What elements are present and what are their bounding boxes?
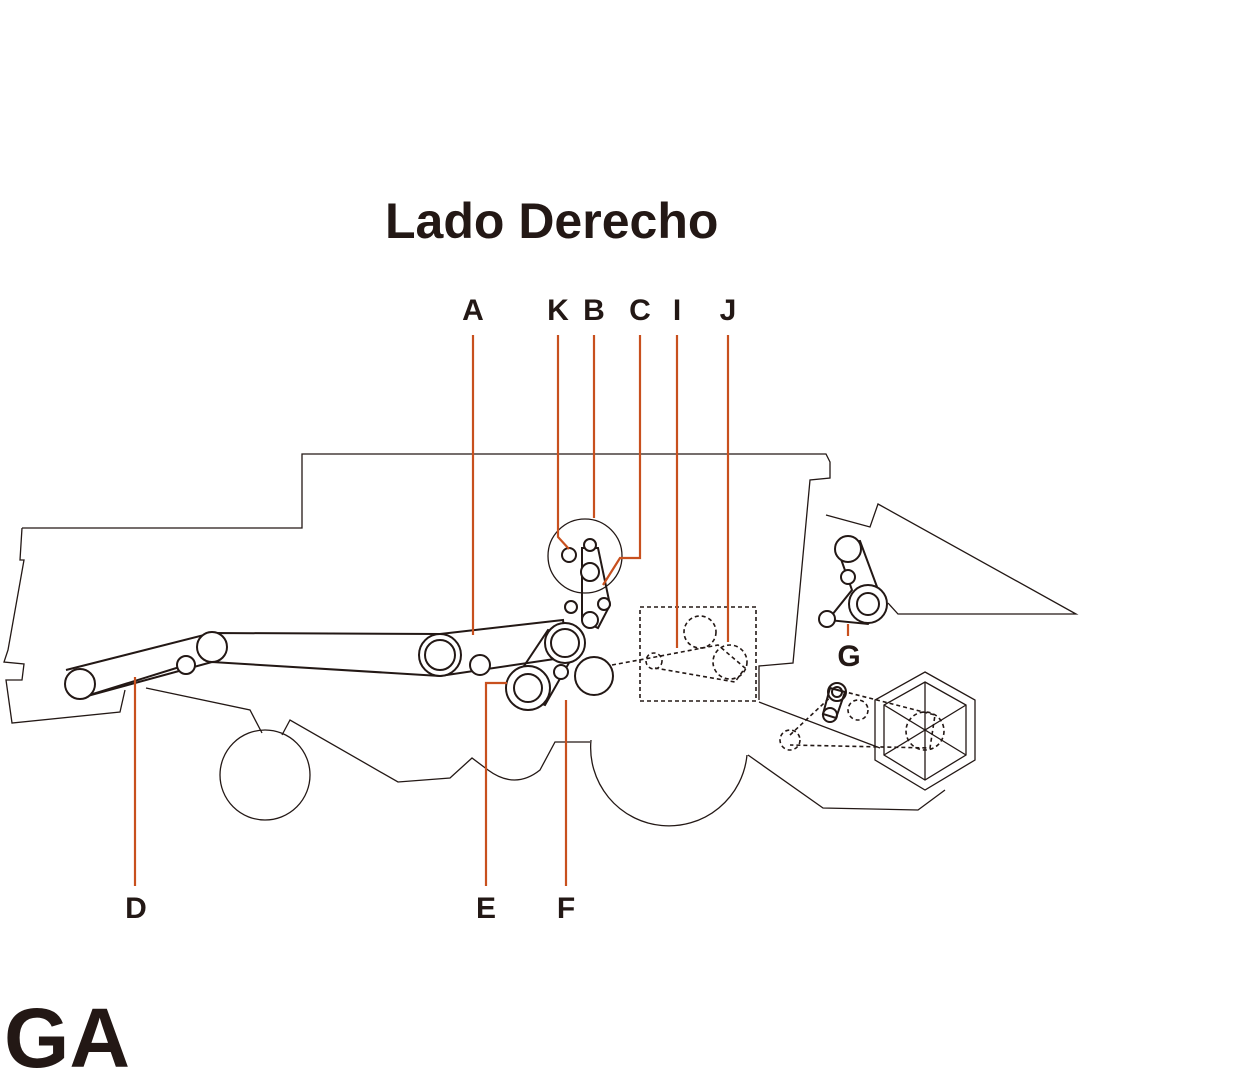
hidden-pulley-j <box>712 644 748 680</box>
main-belt-inner <box>79 664 187 699</box>
label-a: A <box>462 294 484 327</box>
reel-drive-belt <box>789 689 936 749</box>
rear-pulley-mid <box>196 631 228 663</box>
reel-hidden-pulley-mid <box>847 699 869 721</box>
label-c: C <box>629 294 651 327</box>
belt-drive-kbc <box>547 518 623 630</box>
pulley-c-lower <box>597 597 611 611</box>
small-idler-ef <box>553 664 569 680</box>
pulley-kbc-bottom <box>581 611 599 629</box>
hidden-drive-box <box>639 606 757 702</box>
pulley-c <box>580 562 600 582</box>
leader-k <box>556 335 570 550</box>
center-pulley-inner <box>424 639 456 671</box>
label-e: E <box>476 892 496 925</box>
leader-lines <box>133 335 850 886</box>
label-b: B <box>583 294 605 327</box>
label-i: I <box>673 294 681 327</box>
label-k: K <box>547 294 569 327</box>
center-idler-pulley <box>469 654 491 676</box>
upper-right-pulley-inner <box>550 628 580 658</box>
hidden-pulley-i <box>683 615 717 649</box>
belt-drive-ef <box>505 622 614 711</box>
label-j: J <box>720 294 737 327</box>
combine-body-outline <box>3 453 1079 811</box>
header-support-line <box>758 701 881 749</box>
reel-hidden-pulley-large <box>905 711 945 751</box>
label-g: G <box>837 640 860 673</box>
pulley-b <box>583 538 597 552</box>
hidden-pulley-small <box>645 652 663 670</box>
g-upper-pulley <box>834 535 862 563</box>
rear-idler-pulley <box>176 655 196 675</box>
reel-assembly <box>779 671 976 791</box>
reel-short-belt <box>821 686 847 720</box>
pulley-kbc-small <box>564 600 578 614</box>
reel-spokes <box>883 682 967 780</box>
front-underbody-line <box>747 754 946 811</box>
combine-belt-diagram: A K B C I J G D E F <box>3 294 1079 925</box>
belt-drive-g <box>818 535 888 628</box>
leader-e <box>484 681 507 886</box>
reel-hidden-pulley-left <box>779 729 801 751</box>
lower-frame-line <box>145 687 263 734</box>
g-small-pulley <box>818 610 836 628</box>
hidden-drive-ij <box>611 606 757 702</box>
callout-labels: A K B C I J G D E F <box>125 294 861 925</box>
rear-wheel <box>219 729 311 821</box>
main-belt <box>65 618 570 699</box>
reel-hexagon-outer <box>874 671 976 791</box>
cab-and-body-outline <box>22 453 831 700</box>
lower-pulley-inner <box>513 673 543 703</box>
rear-outline <box>3 527 126 724</box>
engine-output-pulley <box>574 656 614 696</box>
upper-large-housing <box>547 518 623 594</box>
pulley-k <box>561 547 577 563</box>
belt-drive-main <box>64 618 570 700</box>
front-wheel <box>589 739 748 827</box>
diagram-title: Lado Derecho <box>385 193 719 249</box>
g-idler-pulley <box>840 569 856 585</box>
label-f: F <box>557 892 575 925</box>
corner-text: GA <box>4 991 130 1085</box>
g-main-pulley-inner <box>856 592 880 616</box>
label-d: D <box>125 892 147 925</box>
leader-c <box>602 335 642 586</box>
feeder-house-outline <box>825 503 1079 615</box>
rear-pulley-large <box>64 668 96 700</box>
underbody-line <box>281 719 590 783</box>
hidden-belt-to-engine <box>611 644 747 683</box>
